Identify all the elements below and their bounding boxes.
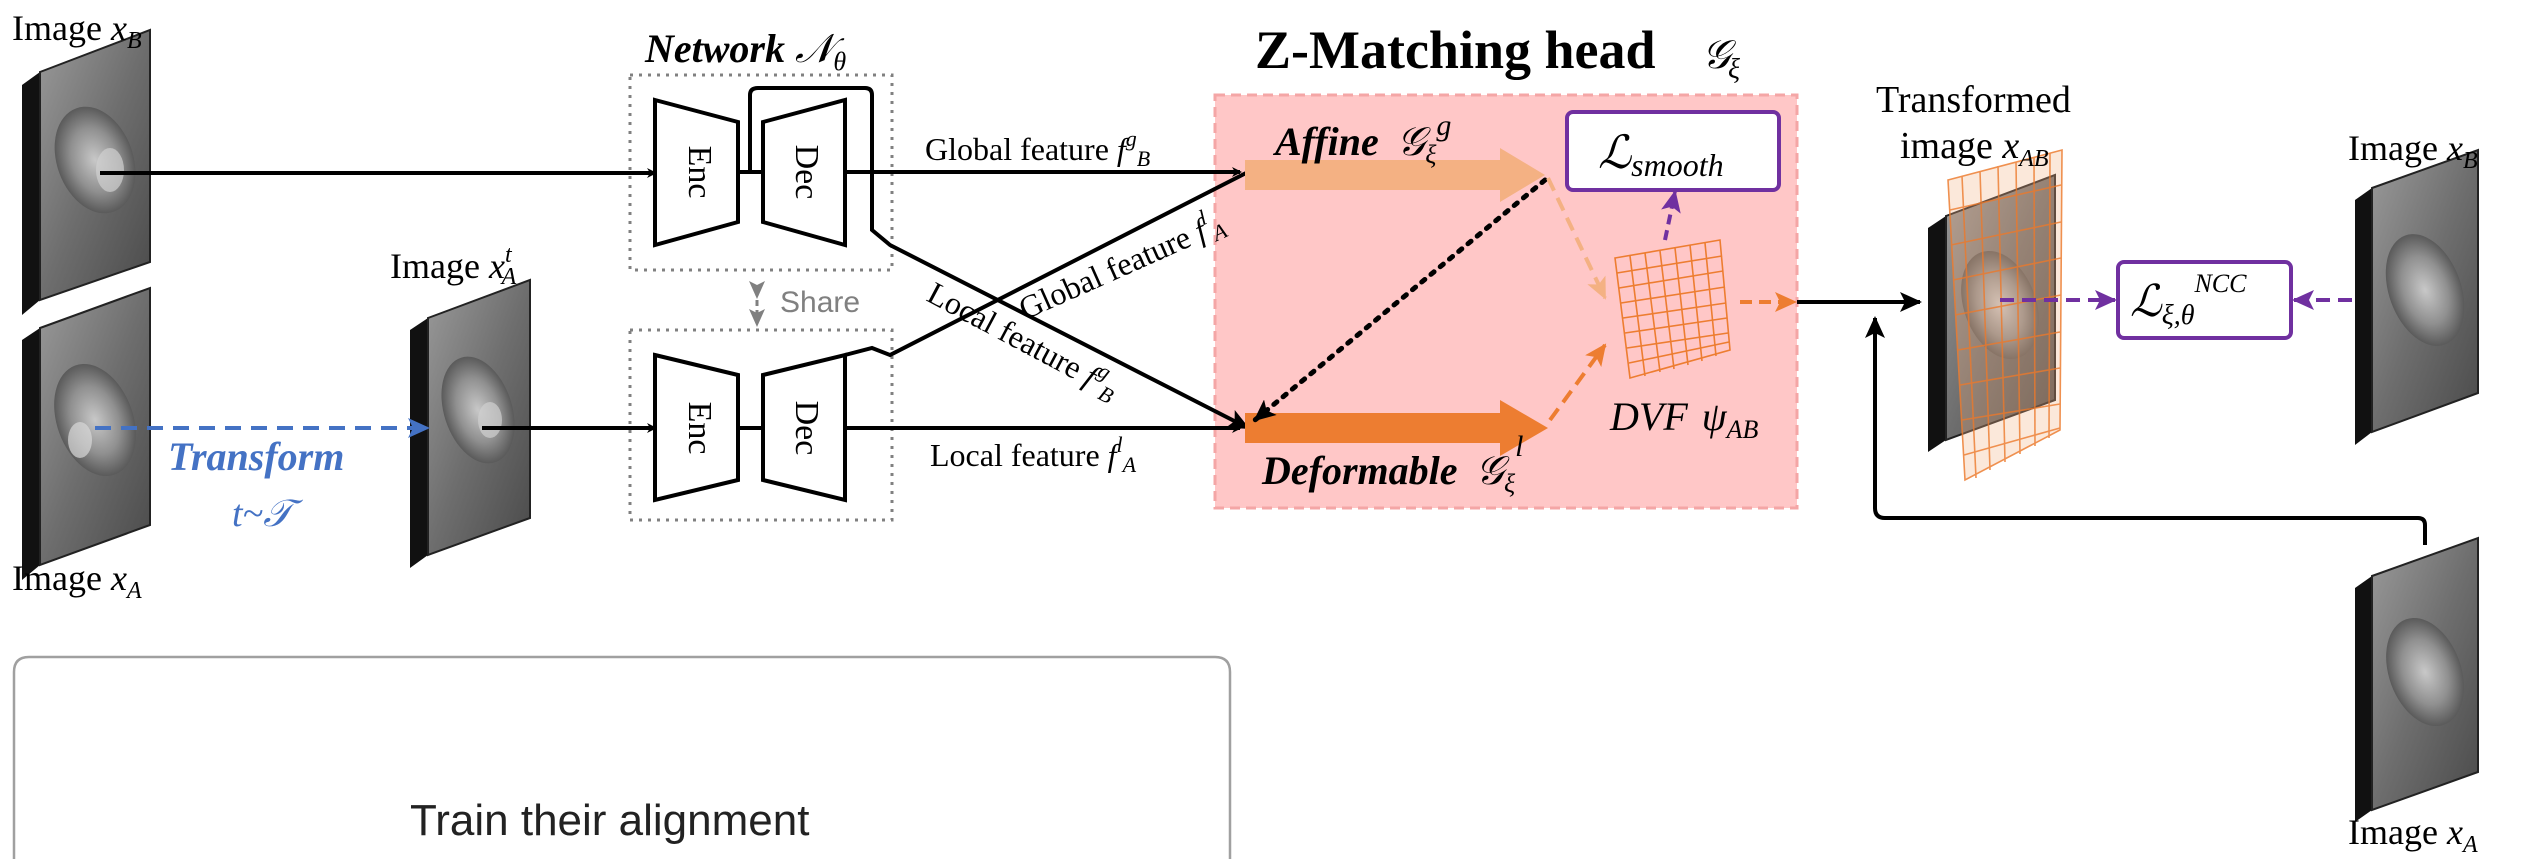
- scan-image-xtA: [410, 278, 531, 568]
- scan-image-xB-right: [2355, 148, 2479, 445]
- warped-grid-overlay: [1947, 148, 2063, 482]
- label-image-xA-left: Image xA: [12, 558, 142, 604]
- scan-image-xB-left: [22, 28, 151, 315]
- label-local-feature-fA: Local feature flA: [930, 432, 1137, 477]
- skip-connection-top: [748, 86, 874, 172]
- label-image-xB-left: Image xB: [12, 8, 142, 54]
- scan-transformed-image: [1928, 148, 2063, 482]
- flow-global-fA: [844, 170, 1249, 358]
- deformable-arrow: [1245, 400, 1548, 456]
- encoder-top-label: Enc: [681, 146, 718, 199]
- transform-distribution: t~𝒯: [232, 493, 303, 535]
- head-title-text: Z-Matching head: [1255, 20, 1656, 80]
- loss-ncc-label: ℒξ,θNCC: [2130, 269, 2247, 331]
- scan-image-xA-left: [22, 286, 151, 580]
- loss-smooth-label: ℒsmooth: [1598, 127, 1724, 183]
- scan-image-xA-right: [2355, 536, 2479, 822]
- affine-to-dvf-dashed: [1546, 177, 1607, 300]
- label-transformed-line2: image xAB: [1900, 125, 2049, 172]
- loss-smooth-box: [1565, 110, 1781, 192]
- decoder-top: [761, 97, 847, 248]
- decoder-bottom: [761, 352, 847, 503]
- train-alignment-box: [12, 655, 1232, 859]
- train-alignment-text: Train their alignment: [410, 796, 809, 845]
- encoder-bottom-label: Enc: [681, 402, 718, 455]
- flow-xA-right-to-transformed: [1865, 316, 2427, 545]
- decoder-bottom-label: Dec: [788, 401, 825, 456]
- affine-arrow: [1245, 148, 1545, 202]
- label-global-feature-fA: Global feature flA: [1011, 199, 1231, 330]
- share-label: Share: [780, 286, 860, 319]
- label-global-feature-fB: Global feature fgB: [925, 126, 1150, 171]
- label-image-xA-right: Image xA: [2348, 812, 2478, 858]
- affine-to-deformable-dotted: [1252, 177, 1548, 423]
- dvf-grid: [1614, 239, 1731, 380]
- transform-label: Transform: [168, 434, 344, 479]
- z-matching-head-title: Z-Matching head 𝒢 ξ: [1255, 20, 1740, 85]
- deformable-to-dvf-dashed: [1548, 343, 1607, 422]
- decoder-top-label: Dec: [788, 145, 825, 200]
- loss-ncc-box: [2116, 260, 2293, 340]
- encoder-bottom: [653, 352, 740, 503]
- dvf-to-smooth-arrow: [1661, 190, 1681, 241]
- head-title-sub: ξ: [1728, 54, 1740, 85]
- network-box-top: [628, 73, 894, 272]
- label-image-xB-right: Image xB: [2348, 128, 2478, 174]
- flow-local-fB: [870, 172, 1250, 430]
- encoder-top: [653, 97, 740, 248]
- label-transformed-line1: Transformed: [1876, 79, 2071, 121]
